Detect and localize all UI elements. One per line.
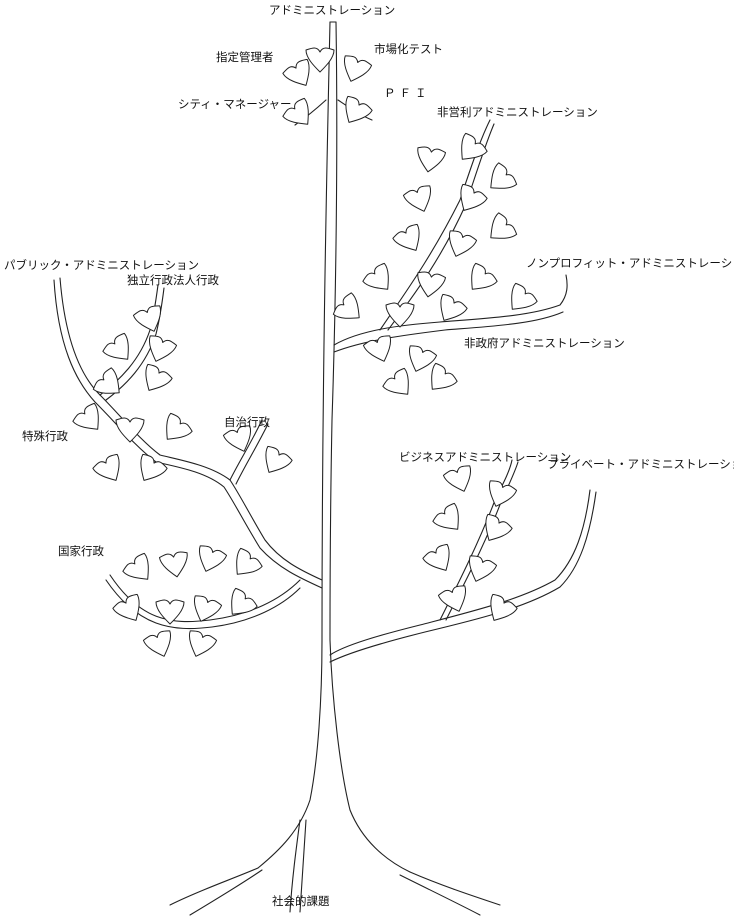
leaf xyxy=(137,363,173,398)
label-business-admin: ビジネスアドミニストレーション xyxy=(399,452,571,464)
leaf xyxy=(227,547,264,583)
leaf xyxy=(443,464,478,496)
leaf xyxy=(382,367,419,403)
leaf xyxy=(443,229,478,261)
leaf xyxy=(143,334,178,366)
leaf xyxy=(112,593,148,628)
leaf xyxy=(143,629,178,661)
leaf xyxy=(363,334,398,366)
leaf xyxy=(422,543,458,578)
trunk xyxy=(258,22,410,872)
leaf xyxy=(392,223,428,258)
leaf xyxy=(414,271,446,299)
leaf xyxy=(337,95,373,130)
leaf xyxy=(183,629,218,661)
leaf xyxy=(116,418,144,442)
leaf xyxy=(386,303,414,327)
label-npo-admin: ノンプロフィット・アドミニストレーション xyxy=(526,258,734,270)
leaf xyxy=(157,412,194,448)
leaf xyxy=(362,262,399,298)
leaf xyxy=(438,584,473,616)
leaf xyxy=(257,445,293,480)
label-special-admin: 特殊行政 xyxy=(22,431,68,443)
leaf xyxy=(132,453,168,488)
label-top: アドミニストレーション xyxy=(269,5,395,17)
label-independent-agency: 独立行政法人行政 xyxy=(127,275,219,287)
label-market-test: 市場化テスト xyxy=(374,44,443,56)
leaf xyxy=(462,262,499,298)
leaf xyxy=(432,502,469,538)
leaf xyxy=(338,54,373,86)
leaf xyxy=(159,551,191,579)
label-local-admin: 自治行政 xyxy=(224,417,270,429)
roots xyxy=(170,820,500,915)
label-national-admin: 国家行政 xyxy=(58,546,104,558)
label-nonprofit-admin: 非営利アドミニストレーション xyxy=(437,107,598,119)
leaf xyxy=(483,479,518,511)
label-public-admin: パブリック・アドミニストレーション xyxy=(4,260,199,272)
label-pfi: ＰＦＩ xyxy=(384,88,431,100)
leaf xyxy=(482,162,518,199)
leaf xyxy=(422,362,459,398)
label-designated-manager: 指定管理者 xyxy=(216,52,274,64)
leaf xyxy=(72,402,109,438)
leaf xyxy=(452,183,488,218)
label-nongov-admin: 非政府アドミニストレーション xyxy=(464,338,625,350)
leaf xyxy=(482,593,518,628)
leaf xyxy=(306,48,334,72)
leaf xyxy=(156,600,184,624)
label-private-admin: プライベート・アドミニストレーション xyxy=(547,459,734,471)
leaves xyxy=(72,48,539,661)
leaf xyxy=(414,146,446,174)
leaf xyxy=(482,212,518,249)
label-root: 社会的課題 xyxy=(272,896,330,908)
label-city-manager: シティ・マネージャー xyxy=(178,99,292,111)
leaf xyxy=(92,367,128,404)
leaf xyxy=(92,453,128,488)
leaf xyxy=(463,554,498,586)
leaf xyxy=(193,544,228,576)
leaf xyxy=(332,292,368,329)
leaf xyxy=(403,184,438,216)
leaf xyxy=(122,552,159,588)
